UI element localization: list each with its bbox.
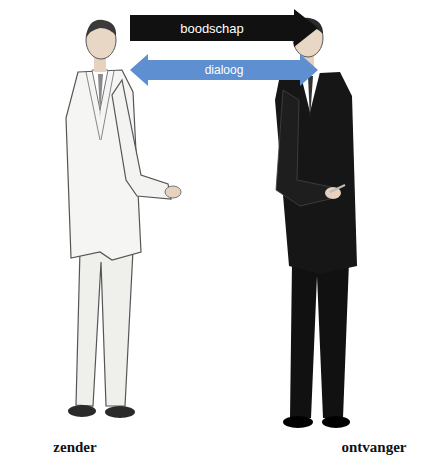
tie: [308, 76, 313, 120]
role-label: ontvanger: [338, 439, 411, 460]
person-node: zender: [20, 0, 130, 460]
arrow-label: dialoog: [205, 64, 244, 76]
pen: [330, 185, 345, 192]
shoe: [283, 416, 313, 428]
jacket: [275, 72, 357, 274]
shoe: [68, 405, 96, 417]
shoe: [322, 416, 350, 428]
arm: [276, 90, 331, 206]
trousers: [76, 250, 133, 406]
person-node: ontvanger: [318, 0, 430, 460]
role-label: zender: [49, 439, 100, 460]
arrow-label: boodschap: [180, 22, 244, 35]
shoe: [105, 406, 135, 418]
arm: [112, 80, 171, 199]
trousers: [290, 262, 349, 418]
double-block-arrow: [130, 54, 318, 86]
tie: [98, 74, 103, 118]
lapel: [86, 71, 114, 140]
hand: [165, 186, 181, 198]
block-arrow: [130, 9, 318, 47]
hair: [86, 20, 116, 38]
